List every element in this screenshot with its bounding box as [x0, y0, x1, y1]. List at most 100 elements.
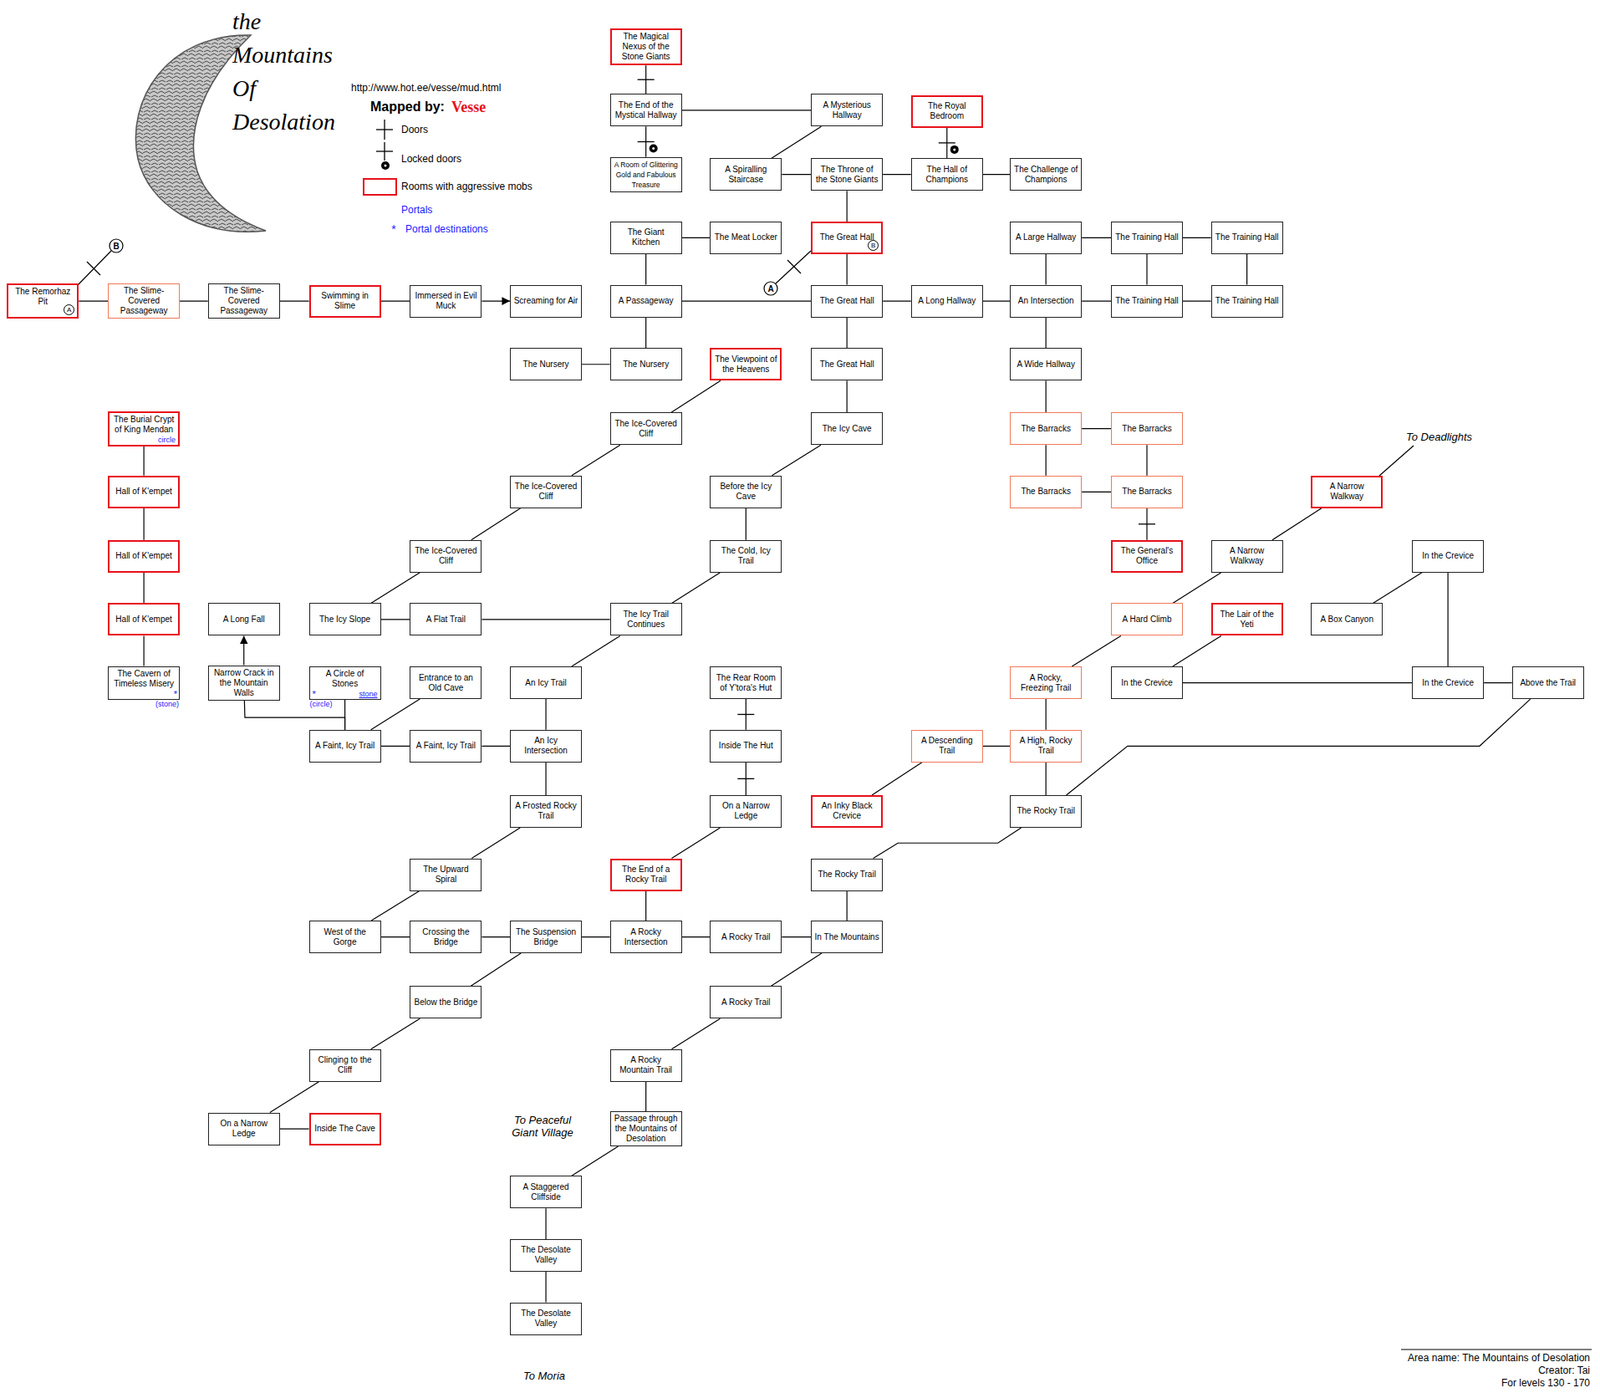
door-tick	[637, 141, 655, 143]
room-name: A Rocky, Freezing Trail	[1013, 672, 1079, 693]
room-name: West of the Gorge	[312, 927, 378, 948]
map-title: the Mountains Of Desolation	[232, 5, 336, 139]
room-box: The Icy Cave	[810, 412, 883, 445]
room-box: The Great HallB	[810, 221, 883, 255]
trail-connector	[682, 237, 711, 239]
room-box: A Faint, Icy Trail	[409, 729, 482, 763]
room-name: Inside The Hut	[718, 740, 774, 751]
trail-connector	[671, 827, 720, 859]
trail-connector	[1146, 444, 1147, 476]
trail-connector	[745, 508, 747, 541]
trail-connector	[771, 444, 821, 476]
trail-connector	[671, 572, 720, 604]
room-name: A Narrow Walkway	[1314, 481, 1379, 502]
map-label: To Moria	[523, 1369, 566, 1382]
trail-connector	[1081, 428, 1111, 429]
legend-text: Locked doors	[401, 152, 462, 165]
trail-connector	[471, 827, 520, 859]
map-label: B	[112, 241, 119, 251]
trail-connector	[645, 891, 647, 921]
room-box: The Barracks	[1009, 475, 1082, 509]
room-name: The Ice-Covered Cliff	[613, 418, 679, 439]
trail-connector	[781, 936, 811, 938]
trail-connector	[671, 1018, 720, 1050]
room-name: The Remorhaz Pit	[10, 286, 75, 307]
room-box: The End of the Mystical Hallway	[610, 93, 683, 127]
map-label: Creator: Tai	[1538, 1364, 1590, 1376]
room-name: A Mysterious Hallway	[814, 100, 880, 121]
trail-connector	[280, 1127, 310, 1129]
room-name: An Intersection	[1018, 295, 1075, 306]
room-box: Crossing the Bridge	[409, 920, 482, 953]
room-name: A Rocky Intersection	[613, 927, 679, 948]
trail-connector	[481, 618, 610, 620]
trail-connector	[1045, 254, 1047, 286]
trail-connector	[1045, 317, 1047, 349]
room-name: On a Narrow Ledge	[211, 1118, 277, 1139]
room-box: The Desolate Valley	[509, 1302, 582, 1336]
room-name: The Meat Locker	[714, 232, 778, 243]
room-name: A Faint, Icy Trail	[416, 740, 476, 751]
portal-mark: circle	[157, 435, 176, 444]
room-box: The Hall of Champions	[911, 157, 984, 191]
trail-connector	[1372, 572, 1422, 604]
trail-connector	[545, 762, 546, 795]
trail-connector	[381, 300, 411, 301]
room-box: Inside The Cave	[309, 1112, 382, 1146]
room-box: The Ice-Covered Cliff	[610, 412, 683, 445]
trail-connector	[1172, 572, 1222, 604]
room-name: The Training Hall	[1215, 232, 1279, 243]
room-box: Immersed in Evil Muck	[409, 285, 482, 318]
trail-connector	[983, 745, 1010, 747]
door-tick	[737, 713, 755, 715]
trail-connector	[143, 508, 145, 541]
room-box: The Great Hall	[810, 285, 883, 318]
room-box: The End of a Rocky Trail	[610, 858, 683, 892]
room-name: Screaming for Air	[514, 295, 579, 306]
room-box: The Slime-Covered Passageway	[107, 283, 180, 319]
door-tick	[637, 79, 655, 81]
room-box: A Rocky Trail	[709, 920, 782, 953]
legend-door-symbol	[376, 119, 393, 140]
portal-mark: A	[63, 304, 75, 316]
trail-connector	[143, 572, 145, 604]
room-name: The Desolate Valley	[513, 1244, 579, 1265]
room-name: The Lair of the Yeti	[1215, 609, 1279, 630]
exit-line	[1379, 445, 1414, 476]
trail-connector	[143, 446, 145, 476]
room-box: A Rocky, Freezing Trail	[1009, 666, 1082, 699]
room-name: Crossing the Bridge	[412, 927, 479, 948]
room-name: The Training Hall	[1115, 295, 1179, 306]
room-name: In the Crevice	[1121, 677, 1173, 688]
room-name: The Slime-Covered Passageway	[211, 285, 277, 316]
room-name: The Burial Crypt of King Mendan	[112, 414, 176, 435]
room-name: Immersed in Evil Muck	[412, 290, 479, 311]
connector-group	[78, 65, 1530, 1302]
room-box: The Nursery	[509, 347, 582, 381]
room-name: A Spiralling Staircase	[713, 164, 779, 185]
trail-connector	[371, 698, 421, 730]
room-box: A Wide Hallway	[1009, 347, 1082, 381]
room-name: A Descending Trail	[914, 735, 980, 756]
room-name: Passage through the Mountains of Desolat…	[613, 1113, 679, 1144]
trail-connector	[481, 936, 510, 938]
room-box: The Training Hall	[1110, 221, 1183, 255]
room-box: Swimming in Slime	[309, 285, 382, 318]
room-name: The Training Hall	[1115, 232, 1179, 243]
room-box: The Training Hall	[1211, 221, 1284, 255]
room-box: An Inky Black Crevice	[810, 794, 883, 828]
room-box: A Flat Trail	[409, 602, 482, 636]
room-name: A Wide Hallway	[1016, 359, 1075, 370]
legend-text: Rooms with aggressive mobs	[401, 180, 533, 193]
room-name: A Faint, Icy Trail	[315, 740, 375, 751]
room-name: A Box Canyon	[1320, 614, 1374, 625]
room-name: A Long Fall	[223, 614, 265, 625]
trail-connector	[1447, 572, 1449, 667]
room-box: The Meat Locker	[709, 221, 782, 255]
room-box: The Throne of the Stone Giants	[810, 157, 883, 191]
room-box: In the Crevice	[1110, 666, 1183, 699]
room-box: The Viewpoint of the Heavens	[709, 347, 782, 381]
room-name: The Upward Spiral	[412, 864, 479, 885]
trail-connector	[682, 936, 711, 938]
